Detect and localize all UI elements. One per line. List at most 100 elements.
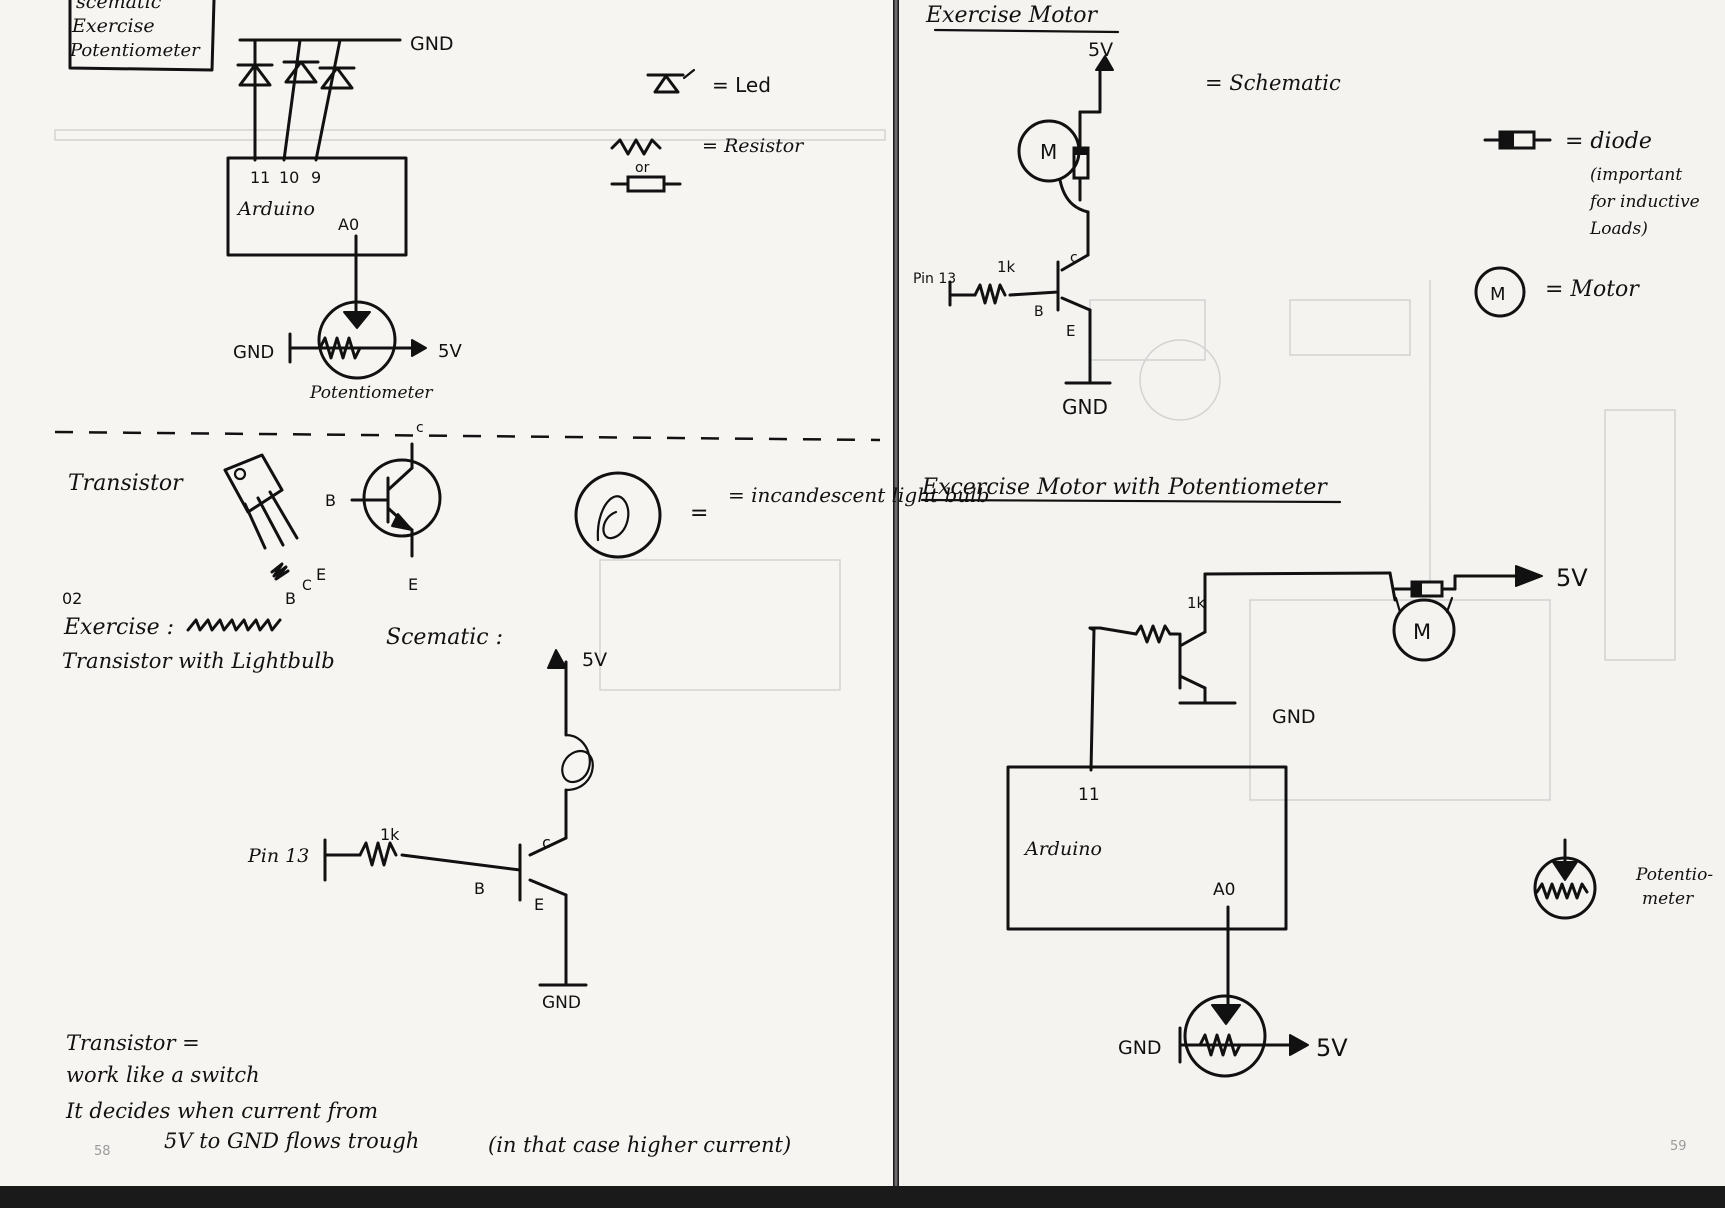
motor-pot-resistor: 1k bbox=[1187, 594, 1206, 612]
resistor-zigzag-icon bbox=[973, 283, 1007, 305]
motor-gnd: GND bbox=[1062, 395, 1108, 419]
motor-pot-5v-2: 5V bbox=[1316, 1034, 1348, 1062]
motor-circle-icon bbox=[1017, 119, 1081, 183]
note-line-1: Transistor = bbox=[66, 1031, 200, 1055]
left-page bbox=[0, 0, 893, 1188]
motor-pin: Pin 13 bbox=[913, 271, 956, 287]
pot-legend: Potentio- meter bbox=[1533, 838, 1713, 920]
binding-edge bbox=[0, 1186, 1725, 1208]
circuit-resistor: 1k bbox=[380, 825, 400, 844]
diode-legend-icon bbox=[1483, 130, 1552, 150]
motor-legend-icon bbox=[1474, 266, 1526, 318]
motor-e: E bbox=[1066, 322, 1075, 340]
arduino-box bbox=[226, 156, 408, 257]
pot-left-caption: Potentiometer bbox=[309, 383, 433, 403]
pot-legend-line-2: meter bbox=[1642, 889, 1694, 909]
resistor-zigzag-icon bbox=[358, 841, 398, 867]
right-page-number: 59 bbox=[1670, 1139, 1687, 1154]
note-line-3: It decides when current from bbox=[65, 1099, 378, 1123]
note-line-2: work like a switch bbox=[66, 1063, 260, 1087]
pot-legend-line-1: Potentio- bbox=[1635, 865, 1713, 885]
npn-transistor-icon bbox=[350, 442, 442, 558]
transistor-notes: Transistor = work like a switch It decid… bbox=[65, 1031, 791, 1157]
pot-left-5v: 5V bbox=[438, 341, 462, 362]
bulb-label: = incandescent light bulb bbox=[728, 483, 989, 507]
motor-pot-pin: 11 bbox=[1078, 785, 1100, 805]
circuit-c: c bbox=[542, 833, 551, 852]
circuit-pin: Pin 13 bbox=[247, 845, 309, 867]
motor-5v: 5V bbox=[1088, 39, 1113, 61]
package-pin-c: C bbox=[302, 578, 312, 594]
schematic-label: Scematic : bbox=[386, 625, 503, 650]
resistor-zigzag-icon bbox=[610, 138, 662, 156]
package-pin-b: B bbox=[285, 589, 296, 608]
led-schematic: GND 11 10 9 Arduino A0 bbox=[226, 33, 454, 322]
potentiometer-left: GND 5V Potentiometer bbox=[233, 300, 462, 403]
exercise-line-2: Transistor with Lightbulb bbox=[62, 649, 335, 673]
legend-resistor-label: = Resistor bbox=[702, 135, 805, 157]
legend-led-label: = Led bbox=[712, 73, 771, 97]
motor-pot-gnd-2: GND bbox=[1118, 1037, 1162, 1059]
led-icon bbox=[282, 38, 320, 162]
led-title-line-2: Exercise bbox=[71, 15, 155, 37]
pin-label-10: 10 bbox=[279, 168, 299, 187]
symbol-e-label: E bbox=[408, 575, 418, 594]
bleed-through bbox=[54, 129, 1676, 801]
led-exercise-title-box: scematic Exercise Potentiometer bbox=[68, 0, 216, 72]
legend-or-label: or bbox=[635, 160, 650, 176]
led-icon bbox=[314, 38, 356, 162]
diode-note-1: (important bbox=[1590, 165, 1682, 185]
circuit-b: B bbox=[474, 879, 485, 898]
potentiometer-right: GND 5V bbox=[1118, 994, 1348, 1078]
led-title-line-3: Potentiometer bbox=[69, 40, 201, 61]
resistor-box-icon bbox=[610, 175, 682, 193]
analog-pin-label: A0 bbox=[338, 215, 359, 234]
led-title-line-1: scematic bbox=[76, 0, 162, 13]
motor-pot-5v: 5V bbox=[1556, 564, 1588, 592]
right-page bbox=[899, 0, 1725, 1188]
motor-pot-symbol: M bbox=[1413, 620, 1431, 644]
scribble-out bbox=[186, 618, 282, 632]
motor-pot-arduino: Arduino bbox=[1023, 838, 1102, 860]
light-bulb-icon bbox=[574, 471, 662, 559]
motor-symbol: M bbox=[1040, 140, 1057, 164]
circuit-5v: 5V bbox=[582, 649, 607, 671]
motor-legend-label: = Motor bbox=[1545, 277, 1640, 302]
diode-label: = diode bbox=[1565, 129, 1652, 154]
motor-pot-exercise: Excercise Motor with Potentiometer 5V M … bbox=[920, 475, 1588, 1078]
led-legend-icon bbox=[646, 68, 696, 94]
note-line-5: (in that case higher current) bbox=[488, 1133, 791, 1157]
arduino-box-right bbox=[1006, 765, 1288, 931]
symbol-b-label: B bbox=[325, 491, 336, 510]
package-pin-e: E bbox=[316, 565, 326, 584]
transistor-title: Transistor bbox=[68, 471, 184, 496]
diode-note-3: Loads) bbox=[1589, 219, 1648, 239]
exercise-02: 02 Exercise : Transistor with Lightbulb … bbox=[62, 589, 607, 1013]
symbol-c-label: c bbox=[416, 420, 424, 436]
bulb-circuit: 5V Pin 13 1k B c E GND bbox=[247, 649, 607, 1013]
bulb-equals: = bbox=[690, 501, 708, 526]
diode-note-2: for inductive bbox=[1588, 192, 1700, 212]
left-legend: = Led = Resistor or bbox=[610, 68, 805, 193]
pin-label-11: 11 bbox=[250, 168, 270, 187]
potentiometer-legend-icon bbox=[1533, 838, 1597, 920]
motor-pot-title: Excercise Motor with Potentiometer bbox=[921, 475, 1328, 500]
exercise-line-1: Exercise : bbox=[63, 615, 174, 640]
schematic-eq-label: = Schematic bbox=[1205, 71, 1341, 95]
arduino-label: Arduino bbox=[236, 198, 315, 220]
resistor-zigzag-icon bbox=[1134, 624, 1180, 644]
motor-circle-icon bbox=[1392, 598, 1456, 662]
led-icon bbox=[236, 38, 274, 162]
motor-b: B bbox=[1034, 304, 1044, 320]
pot-left-gnd: GND bbox=[233, 342, 274, 363]
circuit-e: E bbox=[534, 895, 544, 914]
transistor-section: Transistor B C E c B E = bbox=[68, 420, 989, 608]
circuit-gnd: GND bbox=[542, 993, 581, 1013]
led-gnd-label: GND bbox=[410, 33, 454, 55]
motor-exercise: Exercise Motor 5V = Schematic M Pin 13 1… bbox=[913, 3, 1341, 419]
motor-title: Exercise Motor bbox=[925, 3, 1099, 28]
pin-label-9: 9 bbox=[311, 168, 321, 187]
motor-pot-gnd: GND bbox=[1272, 706, 1316, 728]
